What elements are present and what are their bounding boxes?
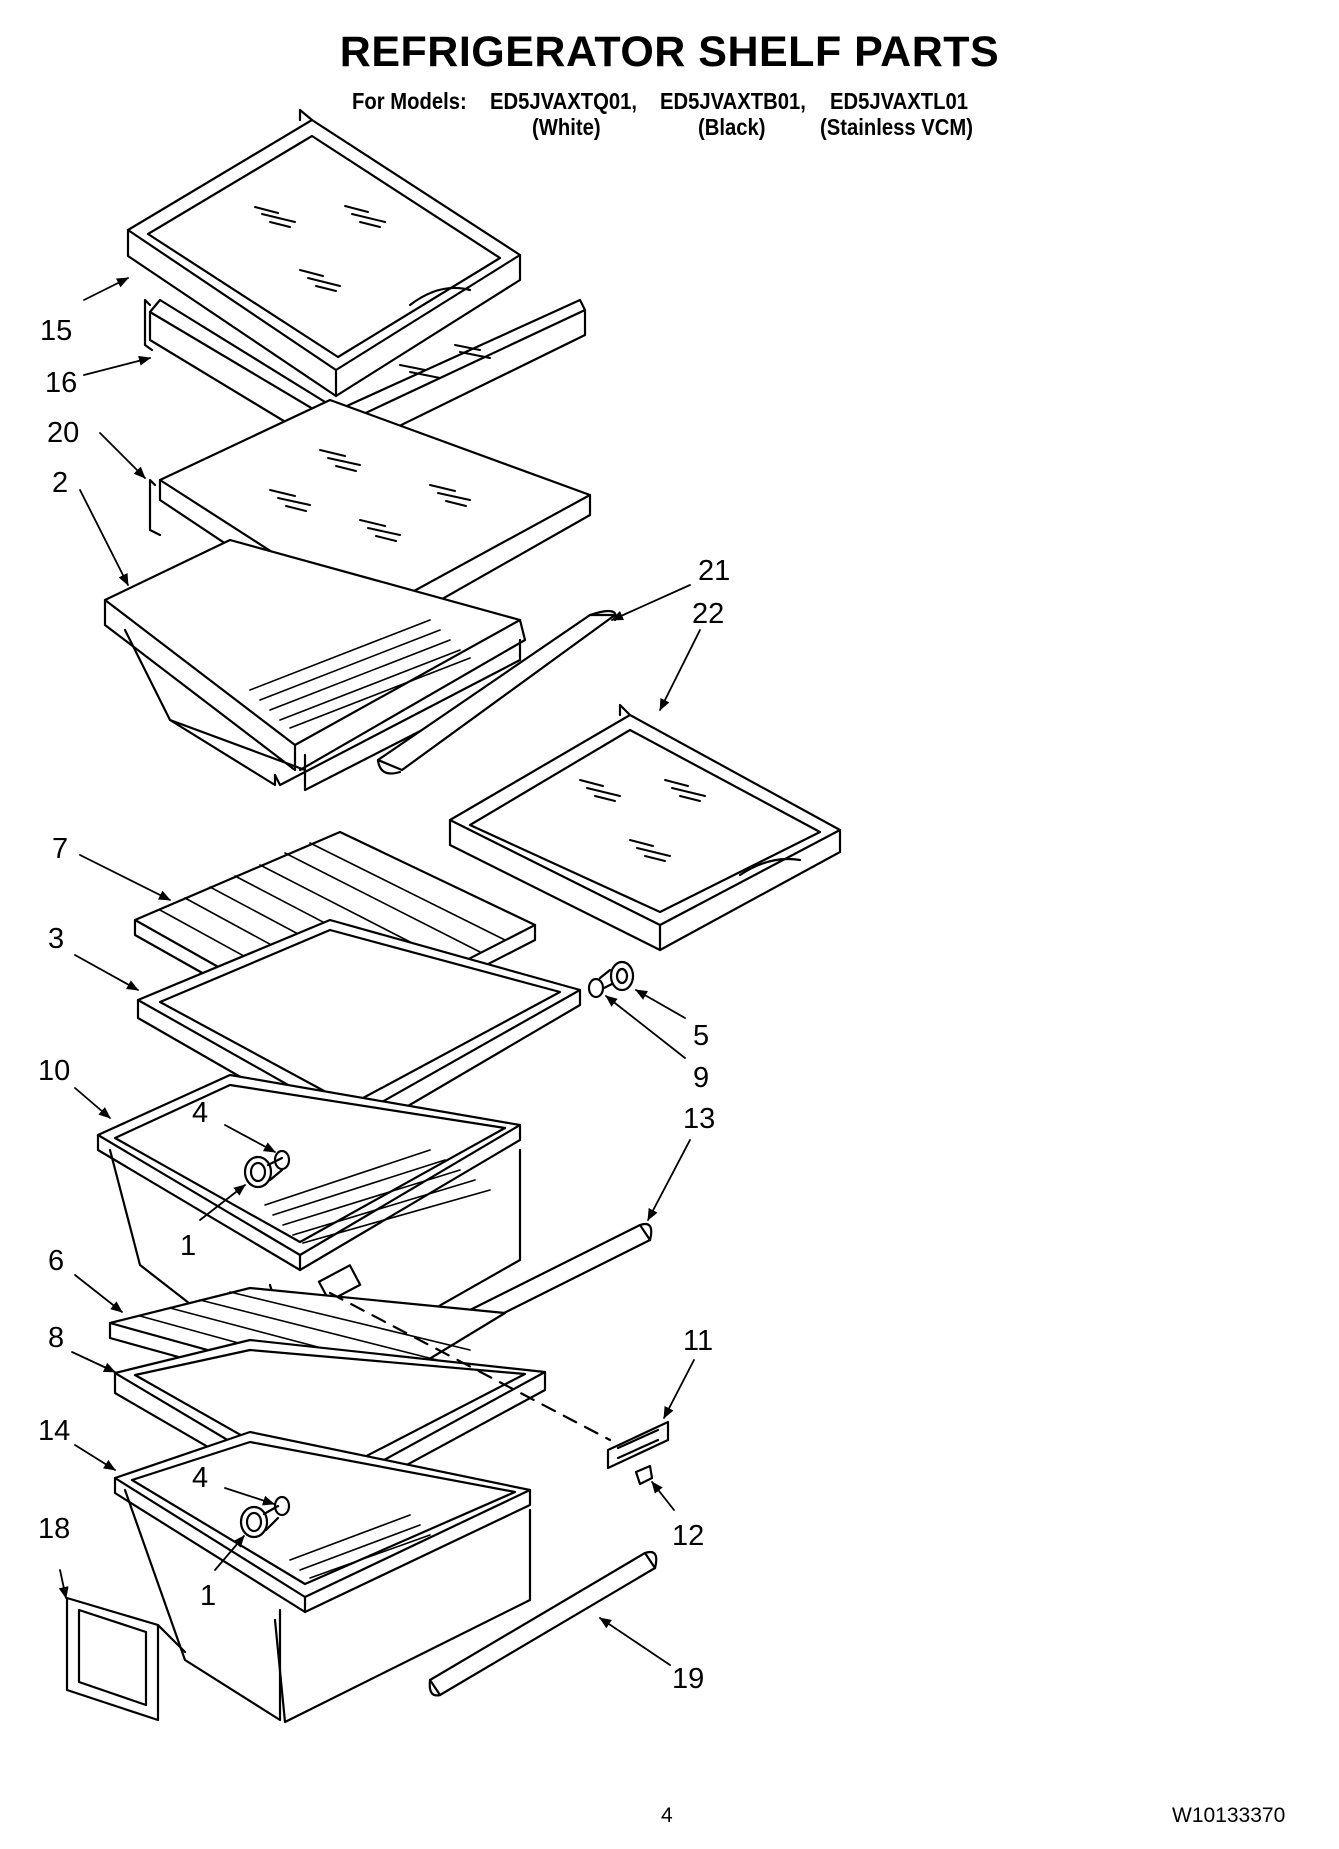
callout-18: 18: [38, 1513, 70, 1545]
assembly-line: [328, 1291, 612, 1442]
callout-19: 19: [672, 1663, 704, 1695]
glass-shelf-15: [126, 108, 522, 398]
glass-shelf-22: [448, 703, 842, 952]
callout-6: 6: [48, 1245, 64, 1277]
callout-21: 21: [698, 555, 730, 587]
bracket-11: [606, 1420, 670, 1470]
callout-16: 16: [45, 367, 77, 399]
callout-7: 7: [52, 833, 68, 865]
model-variant-white: (White): [532, 114, 601, 140]
callout-5: 5: [693, 1020, 709, 1052]
callout-1-lower: 1: [200, 1580, 216, 1612]
models-prefix: For Models:: [352, 88, 467, 114]
callout-2: 2: [52, 467, 68, 499]
callout-4-lower: 4: [192, 1462, 208, 1494]
callout-22: 22: [692, 598, 724, 630]
model-variant-stainless: (Stainless VCM): [820, 114, 973, 140]
trim-19: [428, 1550, 658, 1697]
callout-15: 15: [40, 315, 72, 347]
model-code-stainless: ED5JVAXTL01: [830, 88, 968, 114]
callout-13: 13: [683, 1103, 715, 1135]
callout-8: 8: [48, 1322, 64, 1354]
callout-10: 10: [38, 1055, 70, 1087]
callout-20: 20: [47, 417, 79, 449]
leader-arrows: [58, 277, 701, 1666]
knob-1-upper: [243, 1155, 284, 1189]
model-code-black: ED5JVAXTB01,: [660, 88, 806, 114]
callout-9: 9: [693, 1062, 709, 1094]
model-code-white: ED5JVAXTQ01,: [490, 88, 637, 114]
knob-1-lower: [239, 1504, 280, 1539]
callout-11: 11: [683, 1325, 713, 1357]
callout-12: 12: [672, 1520, 704, 1552]
crisper-drawer-10: [96, 1073, 522, 1387]
clip-12: [634, 1464, 654, 1486]
crisper-drawer-2: [103, 538, 527, 792]
callout-4-upper: 4: [192, 1097, 208, 1129]
knob-4-lower: [273, 1495, 291, 1517]
callout-14: 14: [38, 1415, 70, 1447]
crisper-drawer-14: [113, 1430, 532, 1724]
model-variant-black: (Black): [698, 114, 766, 140]
screw-9: [587, 977, 605, 999]
page-title: REFRIGERATOR SHELF PARTS: [339, 28, 1000, 76]
document-number: W10133370: [1172, 1804, 1286, 1827]
knob-5: [598, 960, 635, 992]
callout-1-upper: 1: [180, 1230, 196, 1262]
callout-3: 3: [48, 923, 64, 955]
page-number: 4: [661, 1804, 673, 1827]
label-card-18: [65, 1596, 187, 1722]
